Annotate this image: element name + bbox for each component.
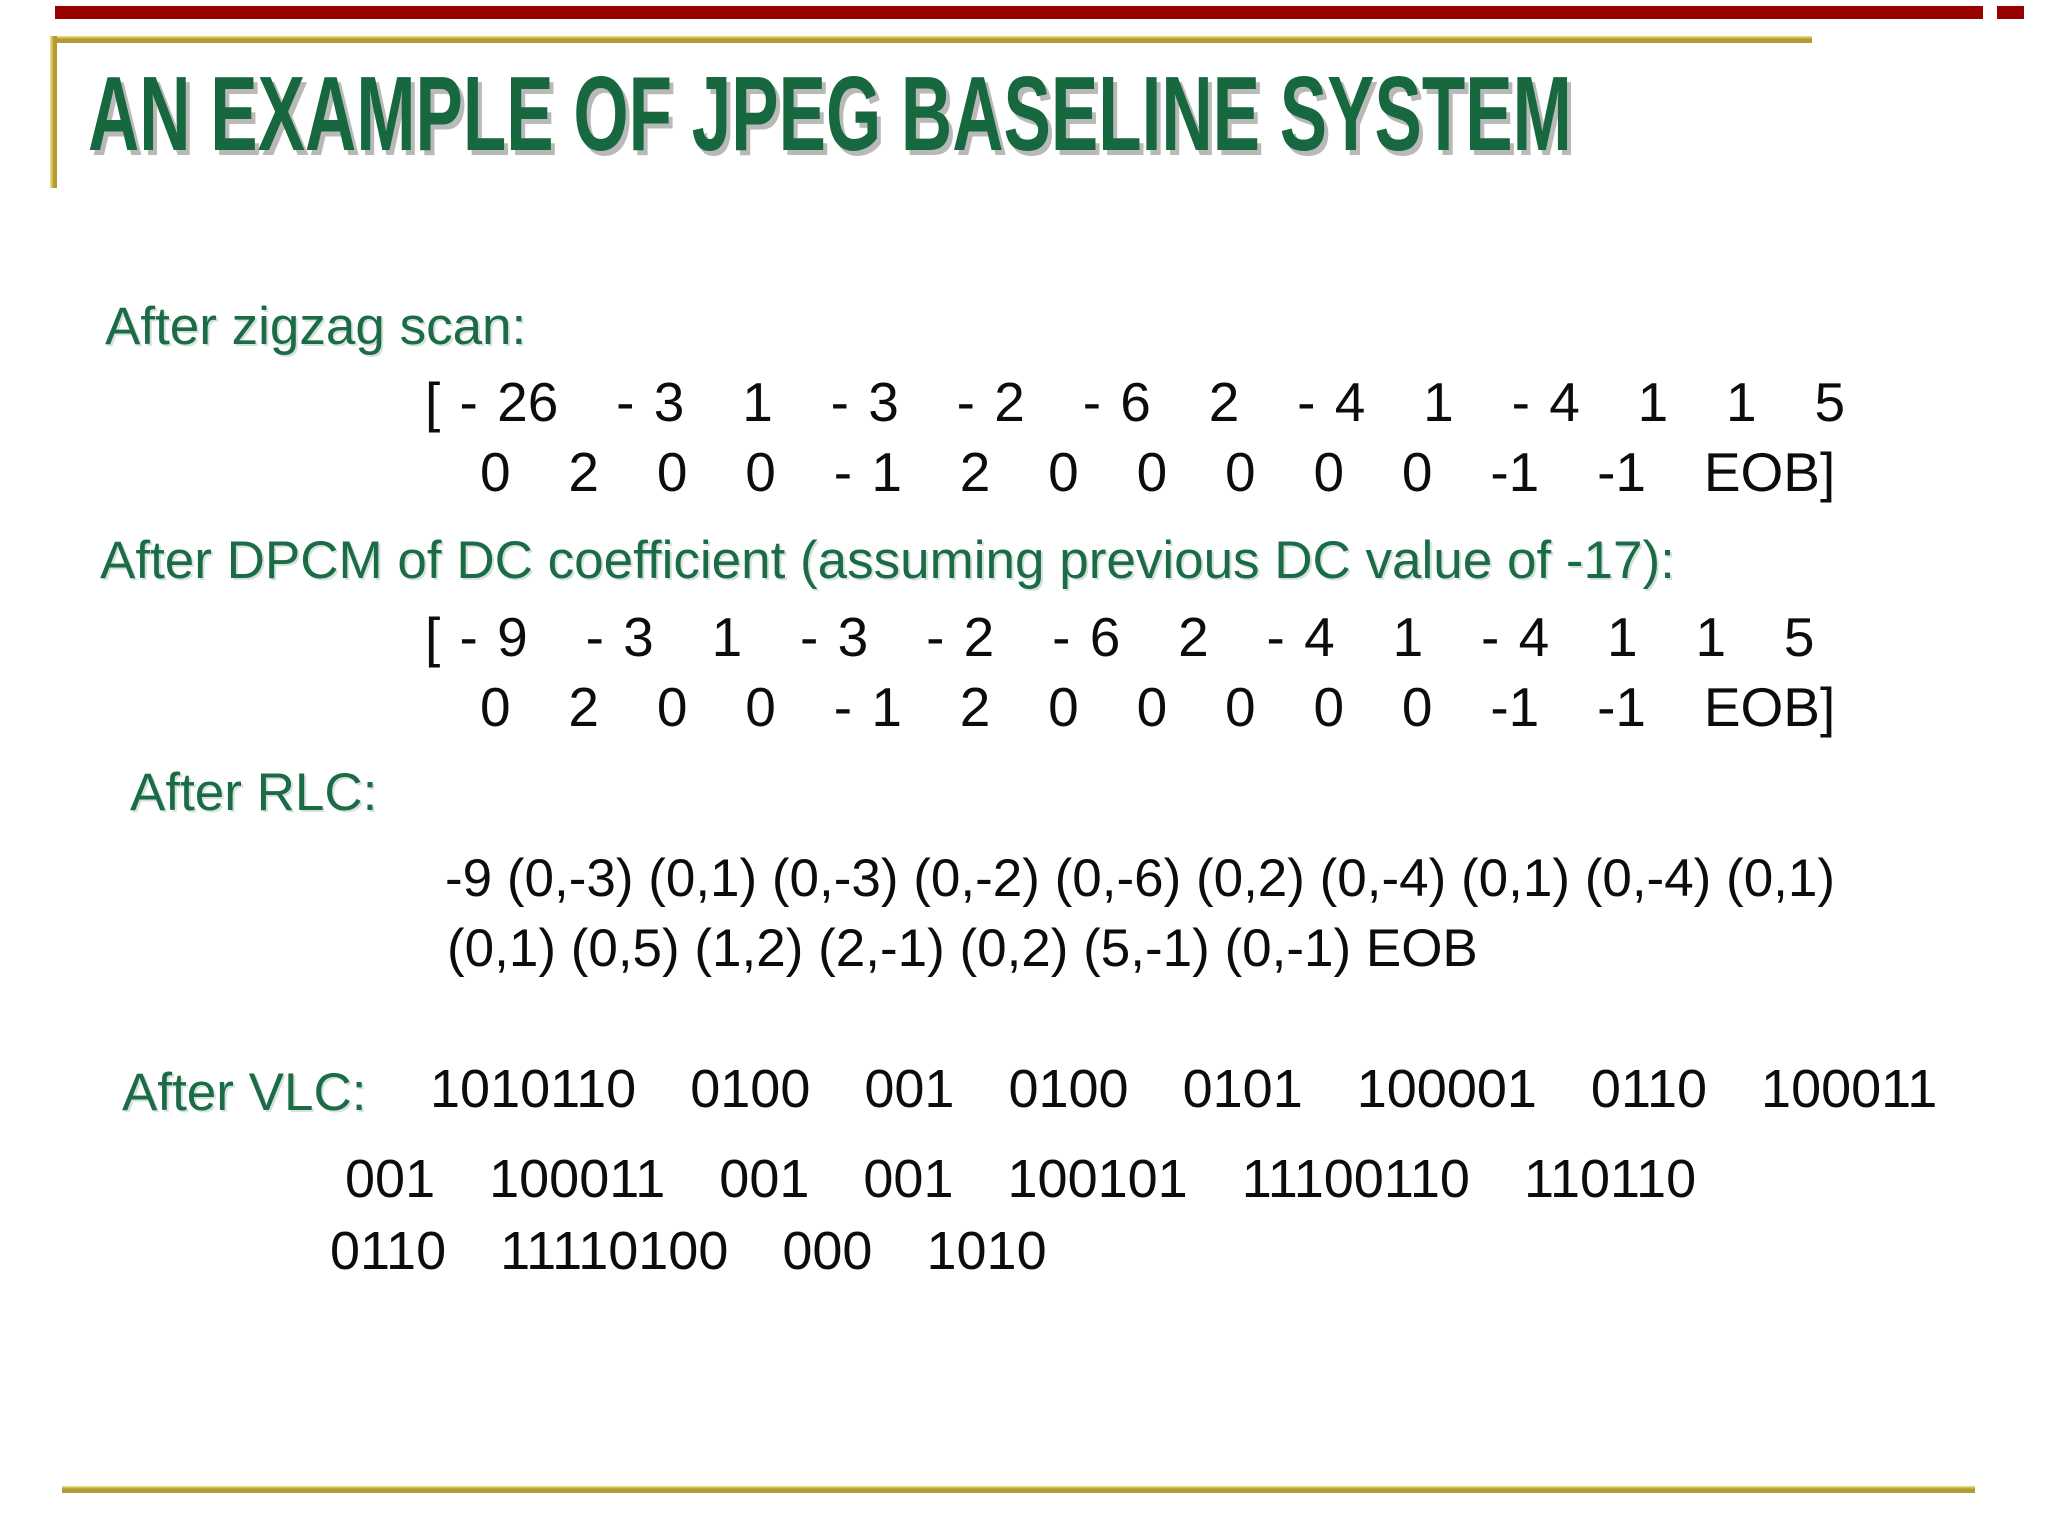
top-accent-square: [1997, 6, 2024, 19]
title-border-left: [50, 36, 57, 188]
dpcm-line2: 0 2 0 0 - 1 2 0 0 0 0 0 -1 -1 EOB]: [480, 676, 1836, 738]
zigzag-label: After zigzag scan:: [105, 297, 527, 356]
rlc-line2: (0,1) (0,5) (1,2) (2,-1) (0,2) (5,-1) (0…: [447, 919, 1478, 978]
vlc-line3: 0110 11110100 000 1010: [330, 1221, 1047, 1281]
rlc-line1: -9 (0,-3) (0,1) (0,-3) (0,-2) (0,-6) (0,…: [445, 849, 1836, 908]
zigzag-line2: 0 2 0 0 - 1 2 0 0 0 0 0 -1 -1 EOB]: [480, 441, 1836, 503]
vlc-line2: 001 100011 001 001 100101 11100110 11011…: [345, 1149, 1697, 1209]
slide-title: AN EXAMPLE OF JPEG BASELINE SYSTEM: [88, 55, 1572, 173]
bottom-rule: [62, 1486, 1975, 1493]
top-accent-bar: [55, 6, 1983, 19]
vlc-label: After VLC:: [122, 1063, 367, 1122]
title-border-top: [50, 36, 1812, 43]
dpcm-label: After DPCM of DC coefficient (assuming p…: [100, 531, 1675, 590]
dpcm-line1: [ - 9 - 3 1 - 3 - 2 - 6 2 - 4 1 - 4 1 1 …: [425, 606, 1815, 668]
rlc-label: After RLC:: [130, 763, 378, 822]
zigzag-line1: [ - 26 - 3 1 - 3 - 2 - 6 2 - 4 1 - 4 1 1…: [425, 371, 1846, 433]
vlc-line1: 1010110 0100 001 0100 0101 100001 0110 1…: [430, 1059, 1938, 1119]
